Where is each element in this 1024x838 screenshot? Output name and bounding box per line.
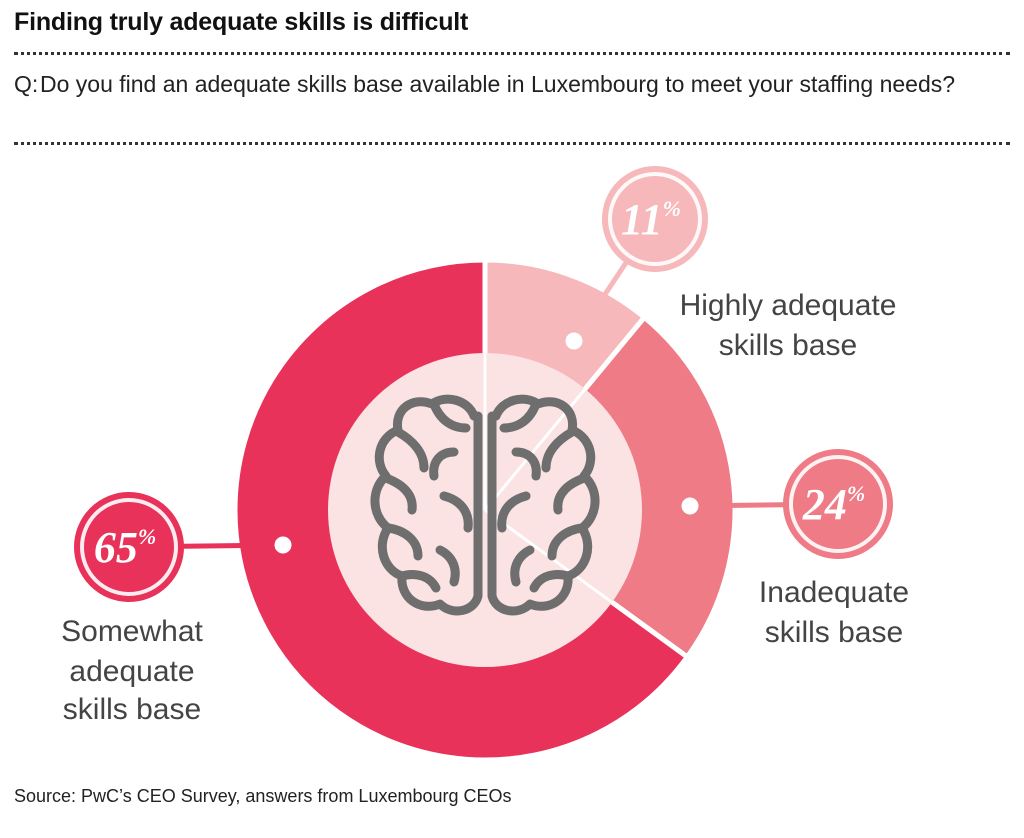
callout-0: 11% Highly adequate skills base [560, 166, 897, 362]
callout-dot-2 [269, 531, 297, 559]
survey-question: Q: Do you find an adequate skills base a… [14, 70, 1004, 98]
value-label-2: 65% [94, 523, 156, 572]
divider-bottom [14, 142, 1010, 145]
chart-title: Finding truly adequate skills is difficu… [14, 8, 469, 36]
value-bubble-0 [602, 166, 708, 272]
callout-2: 65% Somewhat adequate skills base [61, 492, 297, 726]
callout-1: 24% Inadequate skills base [676, 449, 909, 649]
slice-label-2-1: adequate [69, 655, 194, 688]
question-prefix: Q: [14, 71, 39, 97]
callout-line-1 [689, 502, 785, 509]
value-label-0: 11% [621, 195, 681, 244]
divider-top [14, 52, 1010, 55]
value-bubble-ring-1 [789, 455, 887, 553]
callout-line-0 [571, 260, 629, 343]
slice-label-1-1: skills base [765, 616, 903, 649]
slice-label-0-1: skills base [719, 329, 857, 362]
value-bubble-2 [74, 492, 184, 602]
question-text: Do you find an adequate skills base avai… [40, 71, 956, 97]
slice-label-1-0: Inadequate [759, 576, 909, 609]
brain-icon [370, 394, 600, 616]
value-bubble-1 [783, 449, 893, 559]
value-bubble-ring-0 [608, 172, 702, 266]
value-label-1: 24% [802, 480, 865, 529]
slice-label-2-0: Somewhat [61, 615, 203, 648]
slice-label-0-0: Highly adequate [680, 289, 897, 322]
callout-dot-0 [560, 327, 588, 355]
slice-label-2-2: skills base [63, 693, 201, 726]
callout-line-2 [182, 542, 284, 549]
source-note: Source: PwC’s CEO Survey, answers from L… [14, 786, 512, 806]
callout-dot-1 [676, 492, 704, 520]
value-bubble-ring-2 [80, 498, 178, 596]
